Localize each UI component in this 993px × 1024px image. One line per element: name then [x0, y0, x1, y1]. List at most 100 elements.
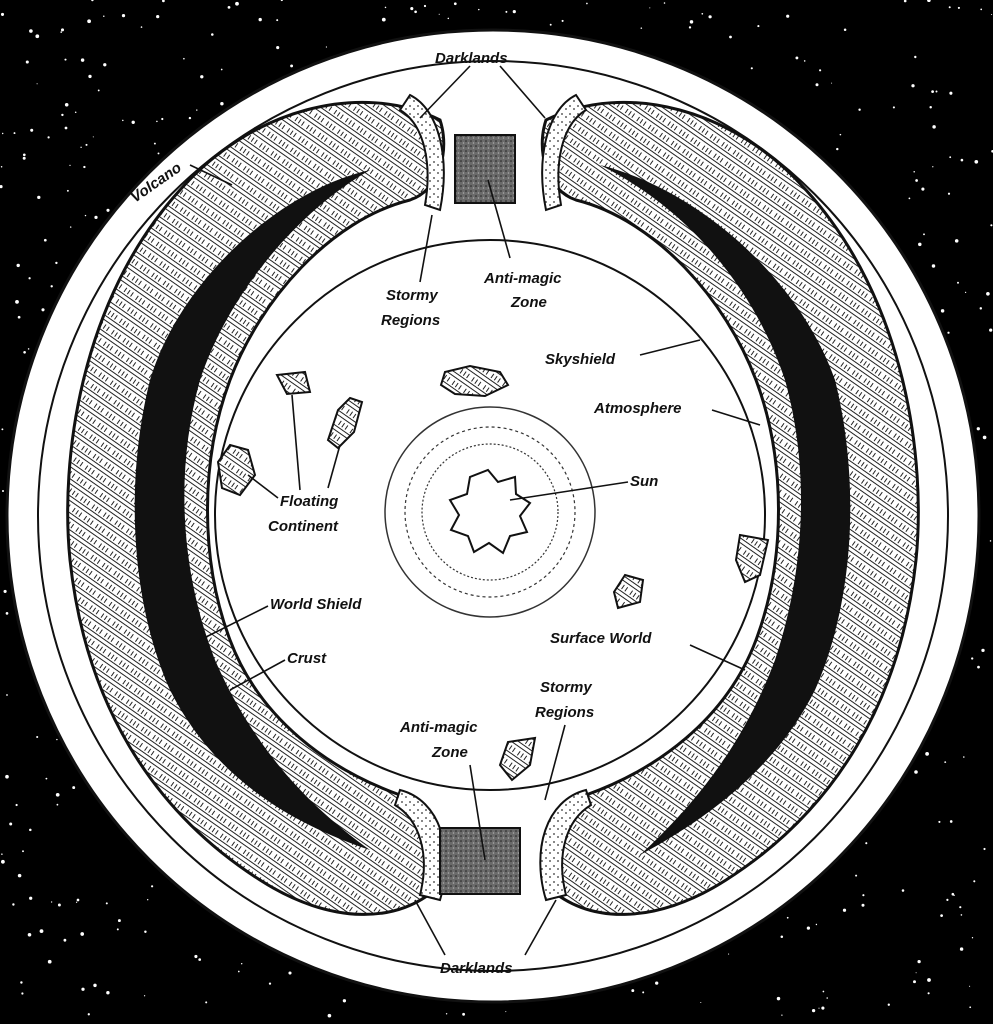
- sun-halo-mid: [404, 426, 576, 598]
- star: [84, 214, 87, 217]
- star: [55, 261, 58, 265]
- star: [196, 109, 198, 111]
- star: [923, 233, 925, 236]
- star: [700, 1001, 702, 1004]
- star: [88, 74, 92, 79]
- star: [946, 898, 949, 902]
- star: [87, 1013, 90, 1016]
- sun: [384, 406, 596, 618]
- star: [971, 937, 974, 939]
- right-crust: [539, 93, 920, 916]
- star: [915, 179, 918, 182]
- star: [143, 995, 146, 997]
- sun-core: [448, 468, 532, 555]
- star: [453, 2, 457, 6]
- label-floating-continent-2: Continent: [268, 518, 339, 535]
- star: [957, 281, 959, 284]
- star: [561, 19, 564, 22]
- star: [27, 348, 30, 350]
- star: [29, 29, 33, 33]
- star: [106, 208, 110, 212]
- star: [586, 2, 588, 5]
- star: [858, 108, 861, 111]
- star: [280, 0, 283, 2]
- star: [15, 803, 18, 807]
- star: [268, 982, 272, 985]
- star: [925, 752, 929, 756]
- star: [913, 980, 916, 984]
- star: [157, 152, 160, 155]
- star: [55, 792, 60, 797]
- star: [957, 6, 960, 9]
- anti-magic-zone-bottom: [439, 827, 521, 895]
- star: [258, 17, 262, 22]
- star: [663, 2, 666, 4]
- star: [410, 7, 414, 11]
- label-darklands-top: Darklands: [435, 50, 508, 67]
- star: [729, 35, 732, 39]
- star: [103, 63, 107, 67]
- star: [887, 1003, 890, 1006]
- star: [150, 885, 154, 888]
- star: [64, 58, 67, 61]
- label-floating-continent-1: Floating: [280, 493, 338, 510]
- star: [93, 983, 97, 988]
- star: [80, 58, 85, 62]
- star: [949, 820, 953, 823]
- atmosphere-boundary: [214, 239, 766, 791]
- star: [156, 120, 158, 123]
- star: [931, 264, 936, 268]
- star: [60, 28, 65, 32]
- star: [131, 120, 135, 124]
- star: [1, 859, 5, 864]
- star: [290, 64, 294, 68]
- star: [121, 13, 126, 18]
- star: [921, 187, 925, 191]
- star: [786, 14, 790, 18]
- star: [22, 153, 26, 157]
- star: [935, 90, 938, 93]
- star: [235, 1, 239, 6]
- star: [642, 991, 645, 994]
- label-crust: Crust: [287, 650, 327, 667]
- star: [505, 1011, 507, 1013]
- star: [325, 46, 327, 48]
- star: [949, 156, 952, 159]
- star: [27, 933, 32, 937]
- star: [56, 803, 59, 806]
- star: [103, 15, 105, 18]
- star: [69, 164, 71, 167]
- star: [947, 331, 950, 334]
- star: [903, 0, 907, 3]
- star: [927, 992, 930, 995]
- label-darklands-bottom: Darklands: [440, 960, 513, 977]
- star: [917, 959, 921, 964]
- star: [757, 25, 760, 28]
- floating-continent-6: [612, 573, 645, 610]
- star: [927, 978, 931, 982]
- star: [22, 156, 26, 160]
- star: [803, 60, 806, 62]
- star: [198, 958, 202, 961]
- star: [795, 56, 799, 60]
- star: [16, 263, 20, 268]
- star: [22, 850, 24, 853]
- star: [861, 903, 865, 907]
- star: [69, 226, 72, 228]
- star: [122, 119, 124, 122]
- star: [478, 8, 480, 11]
- star: [940, 309, 945, 313]
- star: [940, 914, 943, 917]
- anti-magic-zone-top: [454, 134, 516, 204]
- star: [438, 13, 440, 15]
- star: [50, 901, 53, 903]
- star: [63, 938, 67, 942]
- star: [116, 928, 119, 931]
- star: [64, 103, 69, 107]
- star: [240, 962, 243, 965]
- star: [983, 847, 986, 851]
- star: [991, 13, 993, 16]
- floating-continent-1: [275, 370, 312, 396]
- star: [43, 238, 47, 242]
